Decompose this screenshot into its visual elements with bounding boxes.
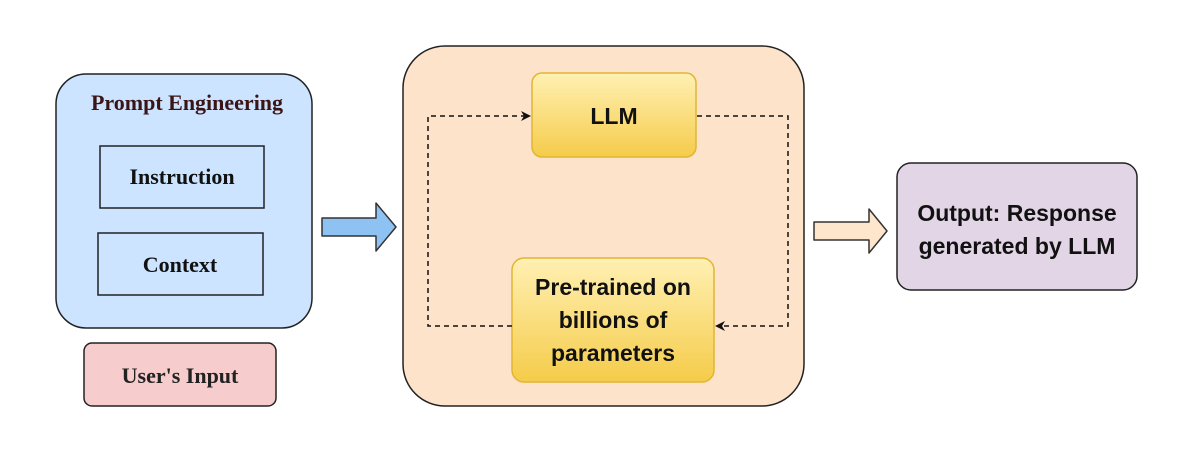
user-input-label: User's Input	[122, 363, 239, 388]
output-line-1: Output: Response	[917, 200, 1116, 226]
pretrained-line-1: Pre-trained on	[535, 274, 691, 300]
pretrained-line-3: parameters	[551, 340, 675, 366]
context-label: Context	[143, 252, 218, 277]
output-arrow-icon	[813, 208, 888, 254]
prompt-engineering-group: Prompt Engineering Instruction Context	[55, 73, 313, 329]
loop-connector-to-pretrained	[697, 115, 789, 331]
llm-node	[531, 72, 697, 158]
output-group: Output: Response generated by LLM	[896, 162, 1138, 291]
instruction-label: Instruction	[129, 164, 234, 189]
context-box	[97, 232, 264, 296]
loop-connector-to-llm	[427, 111, 531, 327]
input-arrow-icon	[321, 202, 397, 252]
prompt-engineering-title: Prompt Engineering	[91, 90, 283, 115]
instruction-box	[99, 145, 265, 209]
model-panel: LLM Pre-trained on billions of parameter…	[402, 45, 805, 407]
llm-label: LLM	[590, 103, 637, 129]
user-input-box	[83, 342, 277, 407]
output-line-2: generated by LLM	[919, 233, 1116, 259]
user-input-group: User's Input	[83, 342, 277, 407]
pretrained-node	[511, 257, 715, 383]
pretrained-line-2: billions of	[559, 307, 668, 333]
output-box	[896, 162, 1138, 291]
